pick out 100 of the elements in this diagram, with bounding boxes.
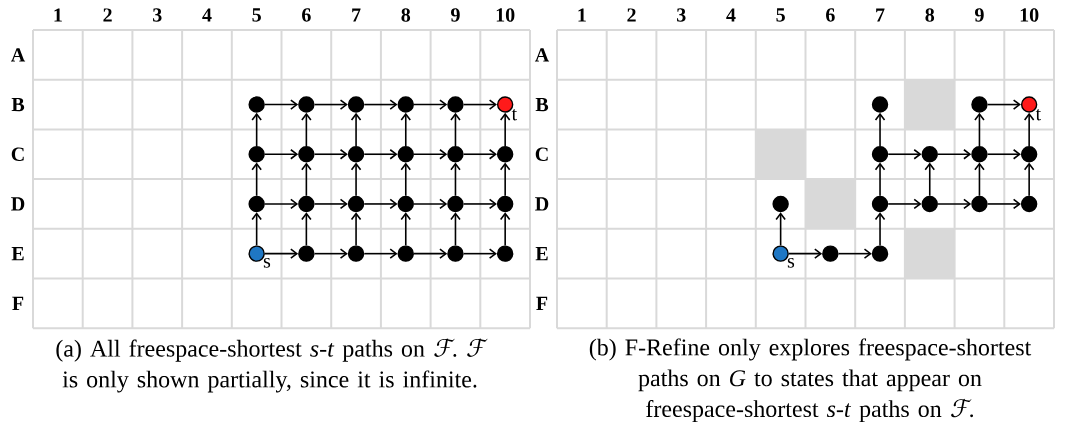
caption: (b) F-Refine only explores freespace-shortest paths on G to states that appear on freespace-shortest s-t paths on ℱ. — [589, 338, 1032, 422]
arrow — [251, 112, 262, 147]
state-dot — [397, 146, 414, 163]
state-dot — [971, 195, 988, 213]
arrow — [1023, 162, 1035, 197]
column-number: 4 — [726, 8, 736, 22]
arrow — [350, 162, 362, 197]
state-dot — [971, 146, 988, 163]
state-dot — [496, 195, 514, 213]
row-letter: C — [11, 147, 24, 161]
row-letter: D — [11, 197, 25, 211]
arrow — [301, 212, 312, 247]
arrow — [974, 162, 985, 197]
arrow — [251, 162, 262, 197]
state-dot — [871, 245, 889, 262]
arrow — [264, 198, 299, 210]
state-dot — [397, 195, 414, 213]
state-dot — [822, 245, 839, 262]
arrow — [874, 112, 886, 147]
column-number: 2 — [627, 8, 636, 22]
column-number: 5 — [776, 8, 785, 22]
arrow — [986, 198, 1021, 210]
state-dot — [772, 195, 789, 213]
state-dot — [496, 245, 514, 262]
arrow — [363, 248, 398, 259]
row-letter: A — [11, 48, 26, 62]
column-number: 8 — [925, 8, 935, 22]
arrow — [413, 248, 448, 259]
state-dot — [248, 146, 265, 163]
arrow — [350, 212, 362, 247]
column-number: 9 — [451, 8, 460, 22]
state-dot — [248, 96, 265, 113]
column-number: 10 — [496, 8, 515, 22]
arrow — [313, 248, 348, 259]
arrow — [413, 198, 448, 210]
arrow — [499, 112, 511, 147]
arrow — [462, 99, 497, 110]
arrow — [450, 212, 461, 247]
state-dot — [447, 146, 464, 163]
row-letter: E — [11, 247, 24, 261]
state-dot — [1020, 96, 1038, 113]
row-letter: E — [535, 247, 548, 261]
row-letter: C — [535, 147, 548, 161]
arrow — [264, 248, 299, 259]
arrow — [974, 112, 985, 147]
arrow — [251, 212, 262, 247]
column-number: 1 — [578, 8, 586, 22]
caption: (a) All freespace-shortest s-t paths on ℱ. ℱ is only shown partially, since it is infinite. — [56, 338, 488, 393]
arrow — [887, 198, 922, 210]
arrow — [264, 148, 299, 160]
state-dot — [347, 195, 365, 213]
arrow — [450, 162, 461, 197]
state-dot — [298, 195, 315, 213]
arrow — [1023, 112, 1035, 147]
state-dot — [971, 96, 988, 113]
state-dot — [347, 245, 365, 262]
state-dot — [347, 146, 365, 163]
arrow — [363, 148, 398, 160]
arrow — [986, 148, 1021, 160]
column-number: 4 — [202, 8, 212, 22]
column-number: 3 — [677, 8, 686, 22]
arrow — [499, 162, 511, 197]
state-dot — [347, 96, 365, 113]
state-dot — [496, 96, 514, 113]
arrow — [450, 112, 461, 147]
state-label: t — [1035, 108, 1041, 121]
arrow — [937, 148, 972, 160]
arrow — [874, 212, 886, 247]
arrow — [775, 212, 786, 247]
column-number: 8 — [401, 8, 411, 22]
state-dot — [397, 245, 414, 262]
arrow — [313, 148, 348, 160]
row-letter: F — [536, 296, 548, 310]
arrow — [413, 148, 448, 160]
row-letter: B — [535, 97, 549, 112]
state-dot — [871, 146, 889, 163]
state-dot — [772, 245, 789, 262]
arrow — [350, 112, 362, 147]
state-dot — [871, 96, 889, 113]
arrow — [264, 99, 299, 110]
arrow — [313, 99, 348, 110]
state-dot — [397, 96, 414, 113]
column-number: 10 — [1020, 8, 1039, 22]
arrow — [301, 112, 312, 147]
arrow — [874, 162, 886, 197]
arrow — [400, 162, 412, 197]
row-letter: B — [11, 97, 25, 112]
state-dot — [298, 245, 315, 262]
state-dot — [298, 146, 315, 163]
state-dot — [921, 146, 938, 163]
arrow — [363, 198, 398, 210]
column-number: 7 — [876, 8, 885, 22]
state-dot — [1020, 146, 1038, 163]
state-label: s — [263, 258, 271, 268]
arrow — [788, 248, 823, 259]
arrow — [301, 162, 312, 197]
arrow — [413, 99, 448, 110]
state-dot — [248, 245, 265, 262]
column-number: 6 — [826, 8, 835, 22]
state-label: s — [787, 258, 795, 268]
